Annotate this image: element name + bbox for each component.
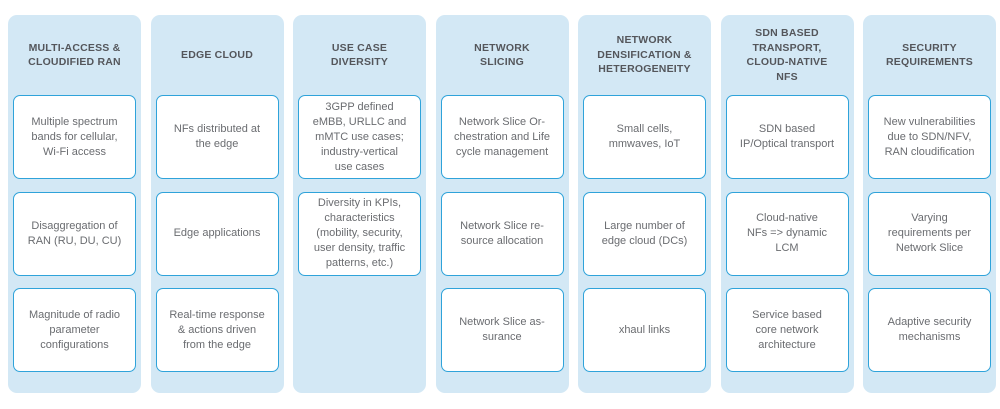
feature-box: 3GPP defined eMBB, URLLC and mMTC use ca… [298, 95, 421, 179]
pillar-column-network-densification-heterogeneity: NETWORK DENSIFICATION & HETEROGENEITY Sm… [578, 15, 711, 393]
feature-box: Edge applications [155, 191, 279, 276]
pillar-column-sdn-transport-cloud-native-nfs: SDN BASED TRANSPORT, CLOUD-NATIVE NFS SD… [720, 15, 854, 393]
feature-box: Service based core network architecture [725, 288, 849, 372]
pillar-column-use-case-diversity: USE CASE DIVERSITY 3GPP defined eMBB, UR… [293, 15, 426, 393]
feature-box: Network Slice as- surance [440, 288, 564, 372]
pillar-column-edge-cloud: EDGE CLOUD NFs distributed at the edge E… [150, 15, 284, 393]
feature-box: Multiple spectrum bands for cellular, Wi… [13, 95, 136, 179]
column-header: SDN BASED TRANSPORT, CLOUD-NATIVE NFS [746, 27, 828, 83]
column-header: NETWORK SLICING [474, 41, 530, 69]
feature-box: xhaul links [583, 288, 706, 372]
feature-box: NFs distributed at the edge [155, 95, 279, 179]
pillar-column-network-slicing: NETWORK SLICING Network Slice Or- chestr… [435, 15, 569, 393]
column-header: EDGE CLOUD [180, 48, 253, 61]
feature-box: Real-time response & actions driven from… [155, 288, 279, 372]
column-header: USE CASE DIVERSITY [330, 41, 389, 69]
pillar-row: MULTI-ACCESS & CLOUDIFIED RAN Multiple s… [8, 15, 996, 393]
pillar-column-multi-access-cloudified-ran: MULTI-ACCESS & CLOUDIFIED RAN Multiple s… [8, 15, 141, 393]
feature-box: Adaptive security mechanisms [868, 288, 991, 372]
feature-box: Network Slice Or- chestration and Life c… [440, 95, 564, 179]
feature-box: New vulnerabilities due to SDN/NFV, RAN … [868, 95, 991, 179]
feature-box: SDN based IP/Optical transport [725, 95, 849, 179]
feature-box: Magnitude of radio parameter configurati… [13, 288, 136, 372]
feature-box: Network Slice re- source allocation [440, 191, 564, 276]
feature-box: Cloud-native NFs => dynamic LCM [725, 191, 849, 276]
feature-box: Diversity in KPIs, characteristics (mobi… [298, 191, 421, 276]
feature-box: Varying requirements per Network Slice [868, 191, 991, 276]
feature-box: Small cells, mmwaves, IoT [583, 95, 706, 179]
column-header: MULTI-ACCESS & CLOUDIFIED RAN [28, 41, 121, 69]
column-header: NETWORK DENSIFICATION & HETEROGENEITY [597, 34, 692, 76]
pillar-column-security-requirements: SECURITY REQUIREMENTS New vulnerabilitie… [863, 15, 996, 393]
feature-box: Large number of edge cloud (DCs) [583, 191, 706, 276]
column-header: SECURITY REQUIREMENTS [886, 41, 973, 69]
feature-box: Disaggregation of RAN (RU, DU, CU) [13, 191, 136, 276]
